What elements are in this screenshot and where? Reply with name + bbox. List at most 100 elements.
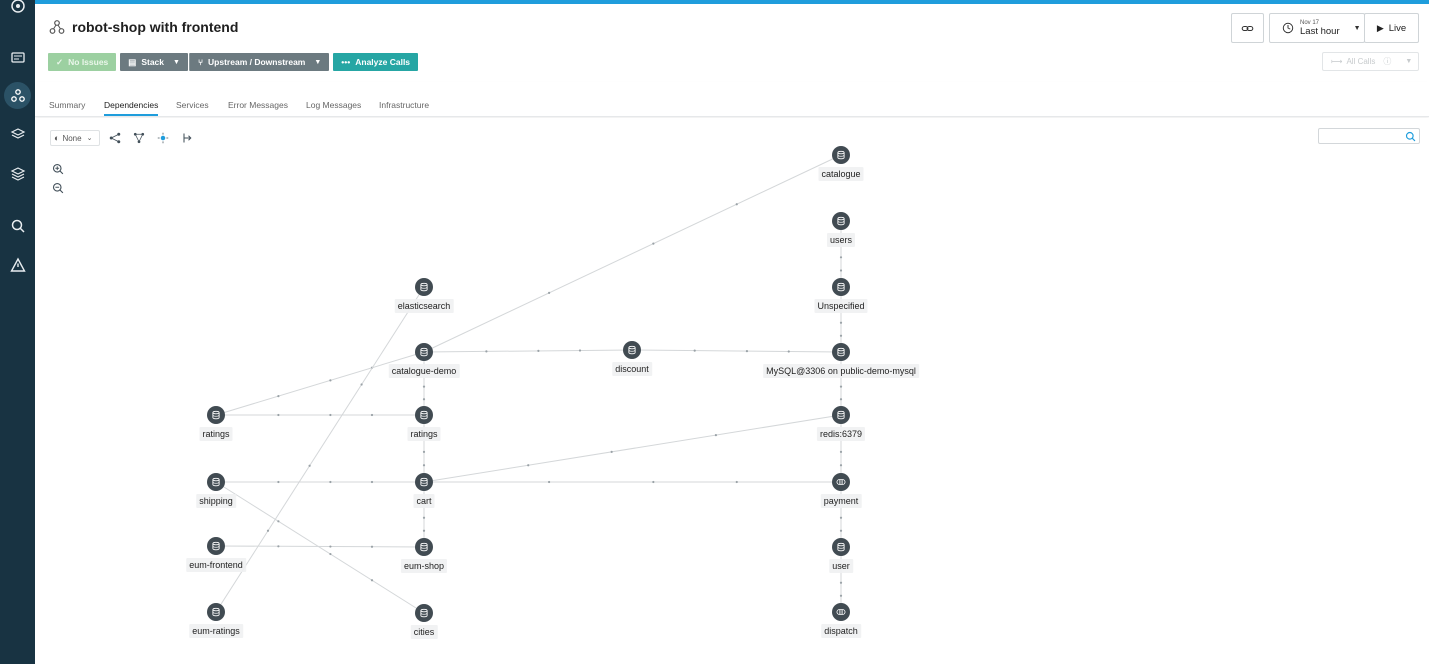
service-node-user[interactable] <box>832 538 850 556</box>
service-node-catalogue[interactable] <box>832 146 850 164</box>
stack-label: Stack <box>141 57 164 67</box>
service-node-label[interactable]: discount <box>612 362 652 376</box>
applications-icon[interactable] <box>4 82 31 109</box>
service-node-mysql[interactable] <box>832 343 850 361</box>
service-node-discount[interactable] <box>623 341 641 359</box>
service-node-unspecified[interactable] <box>832 278 850 296</box>
service-node-label[interactable]: eum-frontend <box>186 558 246 572</box>
service-node-eum-ratings[interactable] <box>207 603 225 621</box>
service-node-label[interactable]: shipping <box>196 494 236 508</box>
service-node-label[interactable]: eum-shop <box>400 559 448 573</box>
service-node-ratings-left[interactable] <box>207 406 225 424</box>
link-icon <box>1241 25 1254 31</box>
grouping-value: None <box>62 133 82 143</box>
database-icon <box>836 282 846 292</box>
service-node-cart[interactable] <box>415 473 433 491</box>
database-icon <box>419 477 429 487</box>
caret-down-icon: ▼ <box>314 58 322 66</box>
time-range-label: Last hour <box>1300 25 1340 37</box>
upstream-downstream-dropdown[interactable]: ⑂ Upstream / Downstream ▼ <box>188 53 330 71</box>
zoom-in-icon[interactable] <box>52 162 64 175</box>
service-node-label[interactable]: cart <box>413 494 435 508</box>
service-node-eum-shop[interactable] <box>415 538 433 556</box>
service-node-label[interactable]: redis:6379 <box>816 427 866 441</box>
map-search-input[interactable] <box>1318 128 1420 144</box>
tab-log-messages[interactable]: Log Messages <box>306 100 362 110</box>
zoom-out-icon[interactable] <box>52 181 64 194</box>
share-link-button[interactable] <box>1231 13 1264 43</box>
caret-down-icon: ▼ <box>1353 24 1361 32</box>
flow-icon: ⟼ <box>1331 57 1343 66</box>
database-icon <box>836 542 846 552</box>
stack-icon: ▤ <box>128 56 137 67</box>
tab-services[interactable]: Services <box>176 100 209 110</box>
service-node-label[interactable]: dispatch <box>821 624 861 638</box>
service-node-label[interactable]: user <box>829 559 853 573</box>
service-node-label[interactable]: payment <box>820 494 862 508</box>
service-node-label[interactable]: catalogue <box>818 167 864 181</box>
all-calls-label: All Calls <box>1346 57 1376 66</box>
service-node-elasticsearch[interactable] <box>415 278 433 296</box>
left-nav-rail <box>0 0 35 664</box>
analyze-calls-label: Analyze Calls <box>355 57 411 67</box>
tab-bar: Summary Dependencies Services Error Message… <box>35 82 1429 117</box>
search-icon <box>1405 131 1416 142</box>
database-icon <box>211 477 221 487</box>
analyze-search-icon[interactable] <box>4 212 31 239</box>
dots-icon: ••• <box>341 57 351 67</box>
service-node-label[interactable]: elasticsearch <box>394 299 454 313</box>
service-node-shipping[interactable] <box>207 473 225 491</box>
map-toolbar: ◐ None ⌄ <box>50 130 196 146</box>
info-icon: ⓘ <box>1383 57 1392 66</box>
tab-error-messages[interactable]: Error Messages <box>228 100 288 110</box>
alerts-icon[interactable] <box>4 251 31 278</box>
database-icon <box>419 347 429 357</box>
service-node-label[interactable]: cities <box>410 625 438 639</box>
service-node-label[interactable]: Unspecified <box>814 299 868 313</box>
service-node-label[interactable]: eum-ratings <box>189 624 243 638</box>
service-node-eum-frontend[interactable] <box>207 537 225 555</box>
service-node-catalogue-demo[interactable] <box>415 343 433 361</box>
all-calls-dropdown[interactable]: ⟼ All Calls ⓘ ▼ <box>1322 52 1419 71</box>
highlight-icon[interactable] <box>154 130 172 146</box>
layers-icon[interactable] <box>4 160 31 187</box>
filter-flow-icon[interactable] <box>178 130 196 146</box>
top-accent-bar <box>35 0 1429 4</box>
live-button[interactable]: ▶ Live <box>1364 13 1419 43</box>
database-icon <box>211 607 221 617</box>
database-icon <box>627 345 637 355</box>
service-node-redis[interactable] <box>832 406 850 424</box>
service-node-dispatch[interactable] <box>832 603 850 621</box>
service-node-ratings-mid[interactable] <box>415 406 433 424</box>
database-icon <box>211 541 221 551</box>
database-icon <box>419 608 429 618</box>
queue-icon <box>836 477 846 487</box>
analyze-calls-button[interactable]: ••• Analyze Calls <box>333 53 419 71</box>
time-range-date: Nov 17 <box>1300 19 1320 26</box>
service-node-cities[interactable] <box>415 604 433 622</box>
service-node-label[interactable]: ratings <box>199 427 233 441</box>
share-layout-icon[interactable] <box>106 130 124 146</box>
clock-icon <box>1282 22 1294 34</box>
time-range-picker[interactable]: Nov 17 Last hour ▼ <box>1269 13 1365 43</box>
service-node-users[interactable] <box>832 212 850 230</box>
logo-icon[interactable] <box>4 0 31 19</box>
service-node-payment[interactable] <box>832 473 850 491</box>
graph-layout-icon[interactable] <box>130 130 148 146</box>
grouping-select[interactable]: ◐ None ⌄ <box>50 130 100 146</box>
infrastructure-icon[interactable] <box>4 121 31 148</box>
caret-down-icon: ▼ <box>1405 58 1413 65</box>
no-issues-button[interactable]: ✓ No Issues <box>48 53 117 71</box>
dashboard-icon[interactable] <box>4 44 31 71</box>
tab-dependencies[interactable]: Dependencies <box>104 100 159 116</box>
service-node-label[interactable]: users <box>826 233 856 247</box>
tab-infrastructure[interactable]: Infrastructure <box>379 100 430 110</box>
title-row: robot-shop with frontend <box>49 19 238 35</box>
service-node-label[interactable]: catalogue-demo <box>388 364 460 378</box>
service-node-label[interactable]: MySQL@3306 on public-demo-mysql <box>763 364 919 378</box>
globe-icon: ◐ <box>54 133 60 143</box>
service-node-label[interactable]: ratings <box>407 427 441 441</box>
stack-dropdown[interactable]: ▤ Stack ▼ <box>120 53 188 71</box>
tab-summary[interactable]: Summary <box>49 100 86 110</box>
dependency-map-canvas[interactable] <box>35 118 1429 664</box>
